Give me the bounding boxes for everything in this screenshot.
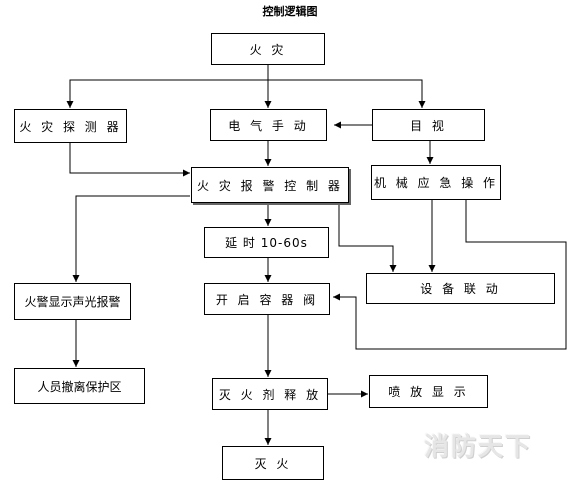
node-alarm-controller: 火 灾 报 警 控 制 器 <box>191 167 349 203</box>
arrow-mechanical-to-valve <box>333 200 567 350</box>
node-open-valve: 开 启 容 器 阀 <box>204 283 330 315</box>
node-fire: 火 灾 <box>211 33 325 65</box>
node-equipment-linkage: 设 备 联 动 <box>366 273 555 304</box>
arrow-detector-to-controller <box>69 143 190 177</box>
node-fire-detector: 火 灾 探 测 器 <box>14 109 127 143</box>
node-electric-manual: 电 气 手 动 <box>210 109 327 141</box>
arrow-controller-to-alarm <box>72 195 190 282</box>
arrow-fire-to-visual <box>268 79 423 108</box>
node-evacuate: 人员撤离保护区 <box>14 368 145 404</box>
node-mechanical-emergency: 机 械 应 急 操 作 <box>371 165 501 200</box>
watermark-logo: 消防天下 <box>424 432 533 461</box>
node-delay: 延 时 10-60s <box>204 227 329 258</box>
arrow-controller-to-linkage <box>338 203 397 272</box>
node-alarm-display: 火警显示声光报警 <box>14 283 131 320</box>
node-spray-display: 喷 放 显 示 <box>369 375 488 408</box>
node-visual: 目 视 <box>372 109 485 141</box>
node-extinguish: 灭 火 <box>222 446 324 480</box>
page-title: 控制逻辑图 <box>262 5 318 18</box>
node-agent-release: 灭 火 剂 释 放 <box>212 378 328 410</box>
arrow-fire-to-detector <box>66 65 269 108</box>
